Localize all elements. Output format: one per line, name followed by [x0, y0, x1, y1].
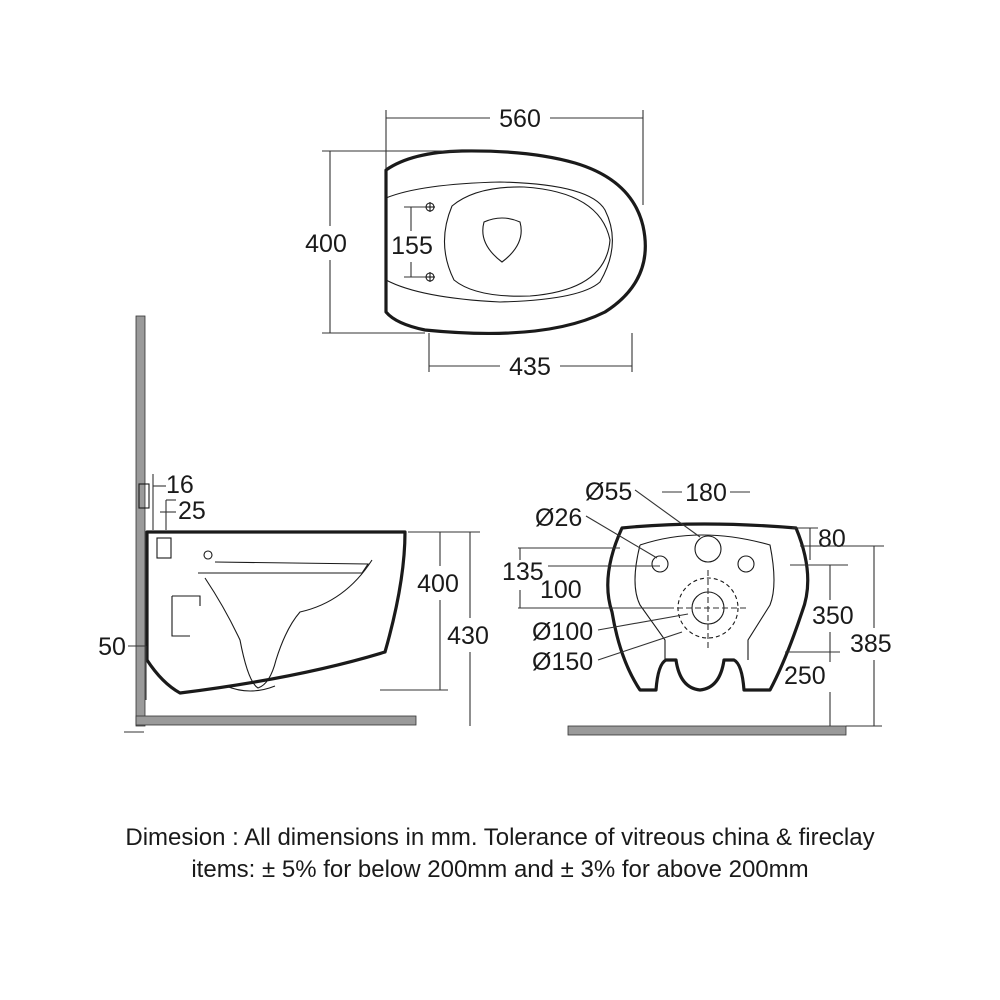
bowl-opening: [482, 217, 522, 263]
side-view-inlet: [203, 550, 213, 560]
dim-d26-label: Ø26: [535, 504, 582, 532]
dim-560-label: 560: [499, 105, 541, 133]
back-view: Ø55 180 Ø26 80 135 100 Ø100 Ø150: [502, 478, 892, 736]
floor-side: [135, 715, 417, 726]
dim-d100-label: Ø100: [532, 618, 593, 646]
dim-350-label: 350: [812, 602, 854, 630]
dim-435-label: 435: [509, 353, 551, 381]
leader-100: [597, 613, 689, 631]
seat-outline: [443, 186, 611, 297]
dimension-note-line-1: Dimesion : All dimensions in mm. Toleran…: [125, 824, 875, 851]
dim-d55-label: Ø55: [585, 478, 632, 506]
side-view-outline: [145, 530, 407, 695]
side-view-seat: [198, 561, 370, 574]
dim-100-label: 100: [540, 576, 582, 604]
floor-back: [567, 725, 847, 736]
dimension-line-80: [792, 527, 818, 560]
top-view-outline: [384, 149, 647, 336]
dimension-line-16-25: [152, 474, 176, 530]
dim-385-label: 385: [850, 630, 892, 658]
dim-180-label: 180: [685, 479, 727, 507]
dimension-line-155: [404, 206, 426, 278]
side-view-trap: [171, 595, 201, 637]
dimension-line-400-top: [322, 150, 460, 334]
side-view-bowl-inner: [204, 559, 373, 689]
dimension-note-line-2: items: ± 5% for below 200mm and ± 3% for…: [191, 856, 809, 883]
dim-400-top-label: 400: [305, 230, 347, 258]
dim-25-label: 25: [178, 497, 206, 525]
dimension-line-400-side: [380, 531, 480, 691]
top-view: 560 400 155 435: [305, 105, 647, 381]
dim-155-label: 155: [391, 232, 433, 260]
leader-26: [585, 515, 658, 559]
side-view: 16 25 400 430 50: [98, 315, 489, 733]
dimension-line-350-250-385: [785, 545, 884, 727]
back-view-inner-frame: [634, 534, 775, 660]
dimension-line-50: [128, 645, 147, 700]
top-view-inner-rim: [385, 181, 613, 303]
dimension-line-135-100: [518, 547, 672, 609]
dimension-line-435: [428, 333, 633, 372]
dim-430-label: 430: [447, 622, 489, 650]
dim-d150-label: Ø150: [532, 648, 593, 676]
dim-16-label: 16: [166, 471, 194, 499]
leader-150: [597, 631, 683, 661]
side-view-cistern-connector: [156, 537, 172, 559]
dim-400-side-label: 400: [417, 570, 459, 598]
leader-55: [634, 489, 701, 538]
dim-80-label: 80: [818, 525, 846, 553]
dim-50-label: 50: [98, 633, 126, 661]
back-view-inlet-55: [694, 535, 722, 563]
dimension-line-560: [385, 110, 644, 205]
side-view-base-curve: [225, 685, 276, 692]
dim-135-label: 135: [502, 558, 544, 586]
wall-bracket: [138, 483, 150, 509]
dim-250-label: 250: [784, 662, 826, 690]
wall: [135, 315, 146, 727]
back-view-fixing-right: [737, 555, 755, 573]
back-view-fixing-left: [651, 555, 669, 573]
